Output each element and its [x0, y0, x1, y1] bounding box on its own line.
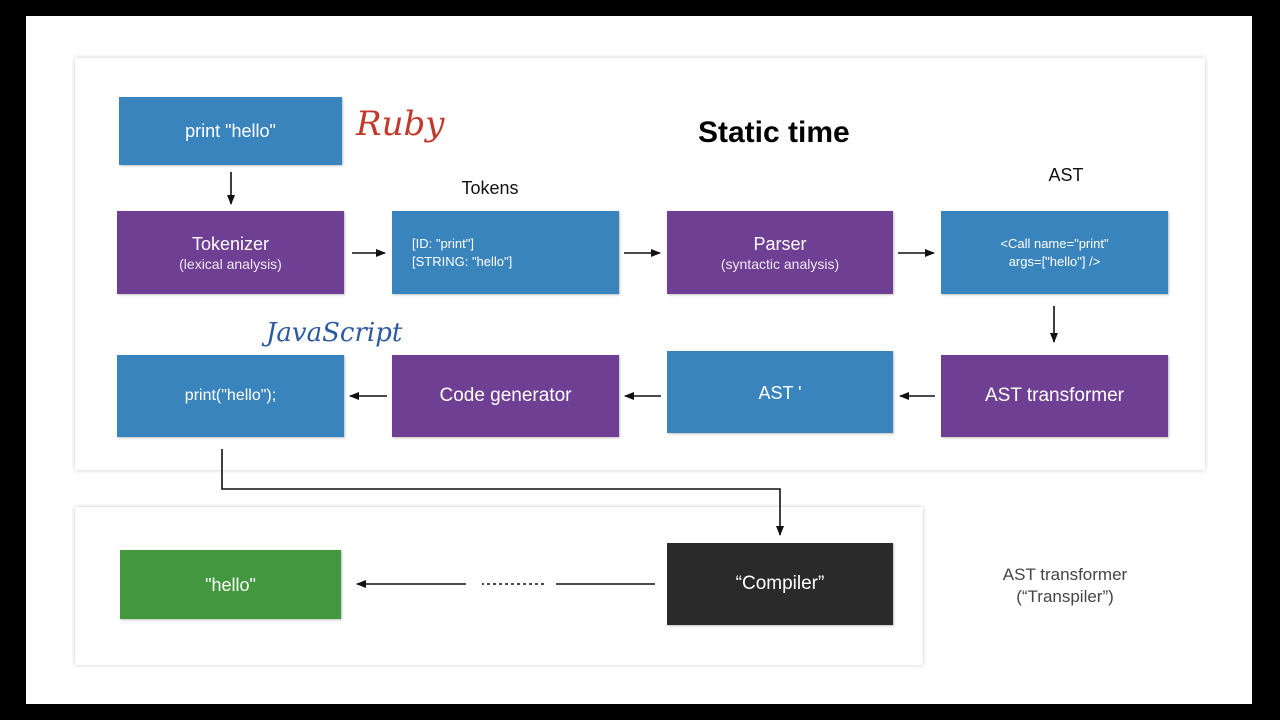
- result-text: "hello": [205, 574, 256, 595]
- ast-transformer-box: AST transformer: [941, 355, 1168, 437]
- parser-subtitle: (syntactic analysis): [720, 255, 840, 272]
- ast-label: AST: [1048, 165, 1084, 185]
- token-id: [ID: "print"]: [412, 235, 474, 251]
- js-output-text: print("hello");: [184, 387, 277, 404]
- ruby-annotation: Ruby: [356, 104, 445, 144]
- tokens-box: [ID: "print"] [STRING: "hello"]: [392, 211, 619, 294]
- ast-line-1: <Call name="print": [1000, 235, 1109, 251]
- side-note-title: AST transformer: [1002, 565, 1128, 584]
- side-note-subtitle: (“Transpiler”): [1016, 587, 1114, 606]
- js-output-box: print("hello");: [117, 355, 344, 437]
- ast-prime-label: AST ': [758, 383, 802, 403]
- slide-title: Static time: [698, 116, 850, 149]
- side-note: AST transformer (“Transpiler”): [980, 564, 1150, 608]
- tokenizer-subtitle: (lexical analysis): [179, 255, 282, 272]
- ast-box: <Call name="print" args=["hello"] />: [941, 211, 1168, 294]
- arrow-output-to-compiler: [221, 449, 784, 536]
- ast-transformer-label: AST transformer: [984, 385, 1125, 406]
- parser-box: Parser (syntactic analysis): [667, 211, 893, 294]
- token-string: [STRING: "hello"]: [412, 253, 513, 269]
- tokenizer-title: Tokenizer: [191, 233, 270, 254]
- parser-title: Parser: [753, 233, 807, 254]
- tokenizer-box: Tokenizer (lexical analysis): [117, 211, 344, 294]
- ruby-source-box: print "hello": [119, 97, 342, 165]
- javascript-annotation: JavaScript: [266, 318, 403, 348]
- code-generator-box: Code generator: [392, 355, 619, 437]
- compiler-label: “Compiler”: [735, 573, 825, 594]
- ast-line-2: args=["hello"] />: [1008, 253, 1101, 269]
- ast-prime-box: AST ': [667, 351, 893, 433]
- result-box: "hello": [120, 550, 341, 619]
- code-generator-label: Code generator: [439, 385, 572, 406]
- compiler-box: “Compiler”: [667, 543, 893, 625]
- tokens-label: Tokens: [461, 178, 519, 198]
- ruby-source-text: print "hello": [185, 121, 276, 141]
